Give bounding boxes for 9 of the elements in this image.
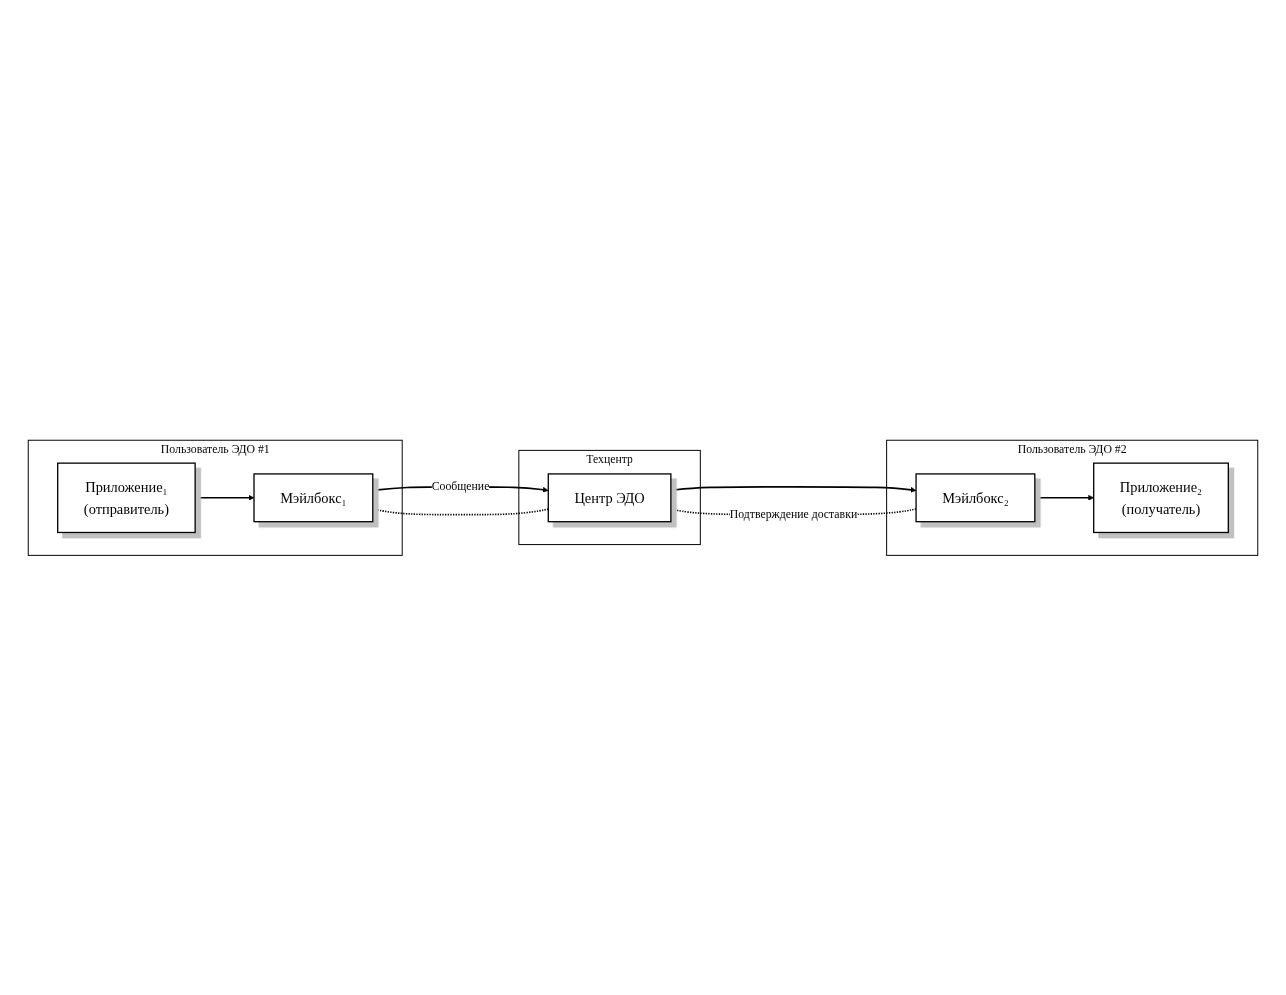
node-box: Мэйлбокс₂ [915, 472, 1036, 523]
node-box: Мэйлбокс₁ [253, 472, 374, 523]
node-box: Приложение₁ (отправитель) [57, 462, 196, 533]
arrow [1034, 494, 1094, 501]
node-box: Приложение₂ (получатель) [1093, 462, 1229, 533]
node-box: Центр ЭДО [547, 472, 672, 523]
edge-label: Сообщение [431, 479, 490, 493]
edge-label: Подтверждение доставки [729, 507, 858, 521]
arrow [670, 485, 917, 493]
